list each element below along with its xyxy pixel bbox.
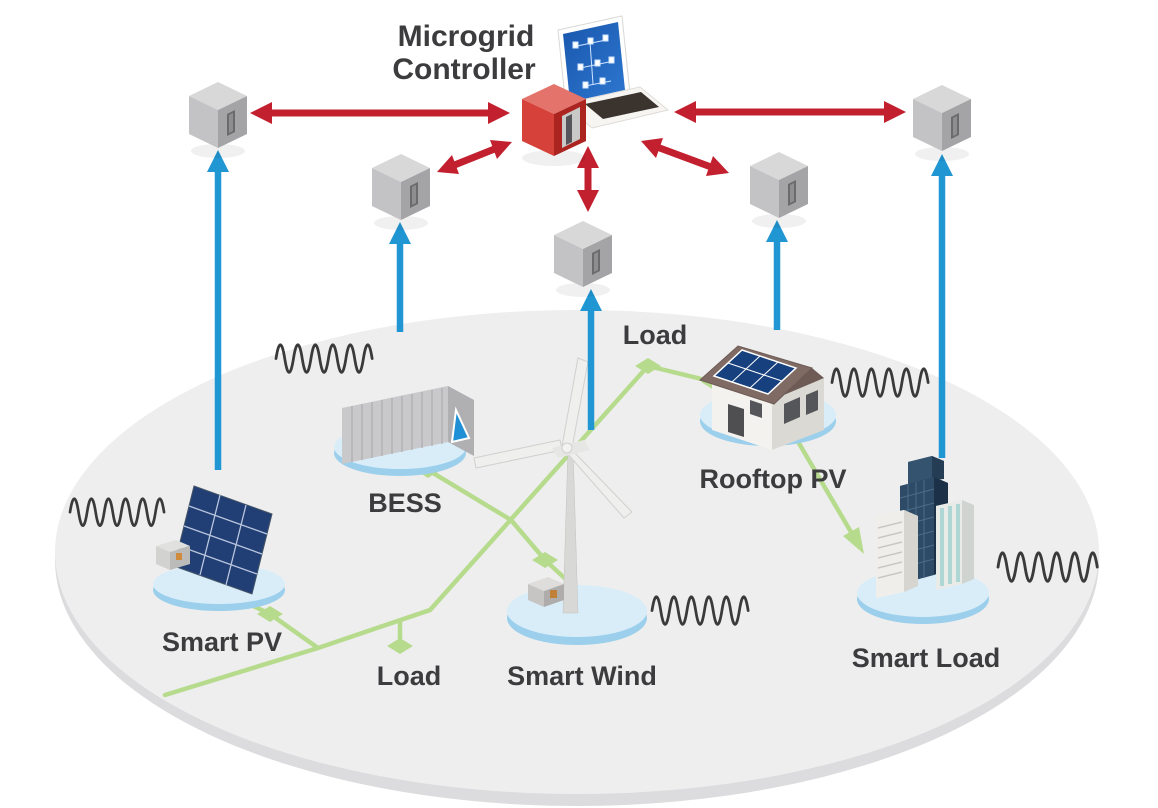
control-arrow-gateway-4 [641, 138, 729, 176]
battery-container-icon [342, 386, 474, 464]
wind-turbine-icon [473, 357, 633, 614]
server-shadow [522, 150, 586, 166]
telemetry-arrow-bess [389, 222, 411, 332]
laptop-keyboard [585, 92, 659, 119]
bess-corrugation [351, 388, 443, 462]
wind-controller-box [528, 577, 564, 607]
server-slot [566, 114, 572, 145]
junction-node [257, 606, 283, 622]
comm-gateway-icon-1 [189, 82, 247, 158]
power-line-network [162, 358, 864, 698]
label-load-top: Load [623, 320, 688, 350]
house-door [728, 404, 744, 437]
laptop-screen [563, 22, 625, 102]
junction-node [532, 552, 558, 568]
power-line-branch-smart-load [787, 425, 854, 535]
label-load-bottom: Load [377, 661, 442, 691]
comm-gateway-icon-4 [750, 152, 808, 228]
power-line-arrowhead [843, 527, 864, 554]
comm-gateway-icon-2 [372, 154, 430, 230]
pv-grid [178, 494, 268, 586]
ground-top [55, 310, 1099, 794]
box-port [550, 590, 557, 598]
control-arrow-gateway-5 [674, 101, 906, 123]
turbine-blades [473, 357, 633, 519]
laptop-icon [557, 15, 670, 129]
power-line-trunk [162, 363, 651, 698]
roof-solar-grid [727, 355, 783, 389]
telemetry-arrow-smart-pv [207, 150, 229, 470]
control-arrow-gateway-3 [577, 146, 599, 212]
house-window [784, 397, 800, 424]
solar-panel-icon [156, 485, 273, 595]
label-smart-load: Smart Load [852, 643, 1001, 673]
ground-platform [55, 310, 1099, 806]
server-left [522, 99, 554, 156]
telemetry-arrow-rooftop-pv [766, 220, 788, 330]
telemetry-arrows [207, 150, 953, 470]
house-icon [699, 345, 824, 450]
label-bess: BESS [368, 488, 442, 518]
junction-node [635, 358, 661, 374]
comm-gateway-icon-3 [554, 221, 612, 297]
comm-gateway-icon-5 [913, 85, 971, 161]
label-smart-wind: Smart Wind [507, 661, 657, 691]
house-window [750, 400, 762, 418]
control-arrow-gateway-1 [250, 102, 510, 124]
inverter-port [176, 553, 182, 560]
pv-inverter [156, 540, 190, 570]
screen-diagram [572, 34, 615, 89]
junction-node [387, 638, 413, 654]
label-smart-pv: Smart PV [162, 627, 282, 657]
tower-right [936, 500, 974, 590]
controller-server-icon [522, 84, 586, 166]
tower-right-windows [940, 504, 960, 586]
control-arrow-gateway-2 [437, 140, 512, 174]
label-rooftop-pv: Rooftop PV [700, 464, 847, 494]
controller-title-line2: Controller [392, 53, 536, 86]
turbine-hub [561, 442, 573, 454]
controller-title-line1: Microgrid [398, 20, 535, 53]
telemetry-arrow-smart-wind [580, 289, 602, 430]
bess-logo-triangle [450, 406, 471, 444]
buildings-icon [876, 456, 974, 598]
control-arrows [250, 101, 906, 212]
house-window [806, 390, 818, 415]
tower-left [876, 510, 918, 598]
tower-left-windows [877, 521, 903, 579]
labels: Microgrid Controller Smart PV BESS Smart… [162, 20, 1000, 691]
telemetry-arrow-smart-load [931, 154, 953, 458]
